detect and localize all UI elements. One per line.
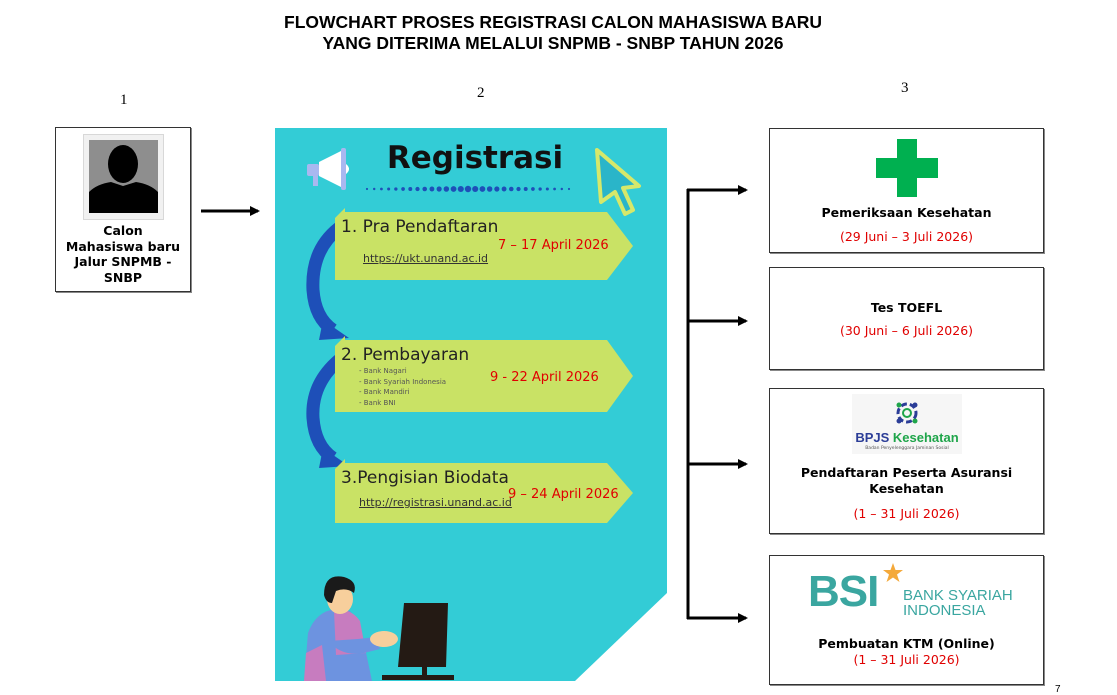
bank-item: - Bank Nagari: [359, 367, 407, 375]
divider-dot: [394, 187, 398, 191]
outcome-health-check: Pemeriksaan Kesehatan (29 Juni – 3 Juli …: [769, 128, 1044, 253]
divider-dot: [408, 187, 413, 191]
divider-dot: [422, 186, 428, 192]
outcome-title-line: Kesehatan: [869, 481, 944, 496]
registrasi-link[interactable]: http://registrasi.unand.ac.id: [359, 496, 512, 509]
bsi-logo: BSI BANK SYARIAH INDONESIA: [808, 562, 1018, 622]
registration-heading: Registrasi: [386, 140, 564, 176]
green-cross-icon: [876, 139, 938, 197]
step-date: 9 - 22 April 2026: [490, 370, 599, 385]
outcome-date: (1 – 31 Juli 2026): [853, 652, 960, 667]
outcome-title: Tes TOEFL: [870, 300, 943, 315]
divider-dot: [372, 187, 376, 191]
step-pembayaran: 2. Pembayaran - Bank Nagari - Bank Syari…: [335, 336, 633, 414]
title-line-1: FLOWCHART PROSES REGISTRASI CALON MAHASI…: [284, 12, 822, 32]
pra-pendaftaran-link[interactable]: https://ukt.unand.ac.id: [363, 252, 489, 265]
bpjs-kesehatan-logo: BPJS Kesehatan Badan Penyelenggara Jamin…: [852, 394, 962, 454]
bpjs-logo-text: BPJS Kesehatan: [855, 430, 959, 445]
outcome-date: (30 Juni – 6 Juli 2026): [839, 323, 974, 338]
divider-dot: [472, 185, 479, 193]
step-title: 2. Pembayaran: [341, 345, 470, 365]
divider-dot: [415, 186, 420, 192]
step-pra-pendaftaran: 1. Pra Pendaftaran https://ukt.unand.ac.…: [335, 208, 633, 282]
divider-dot: [523, 187, 528, 191]
divider-dot: [365, 187, 369, 191]
bpjs-logo-subtext: Badan Penyelenggara Jaminan Sosial: [865, 446, 949, 451]
divider-dot: [545, 187, 549, 191]
outcome-date: (29 Juni – 3 Juli 2026): [839, 229, 974, 244]
divider-dot: [443, 186, 450, 192]
divider-dot: [380, 187, 383, 191]
divider-dot: [464, 185, 472, 193]
candidate-box: Calon Mahasiswa baru Jalur SNPMB - SNBP: [55, 127, 191, 292]
divider-dot: [457, 185, 464, 193]
person-silhouette-icon: [89, 140, 158, 213]
megaphone-icon: [307, 148, 349, 190]
divider-dot: [401, 187, 405, 191]
bank-list: - Bank Nagari - Bank Syariah Indonesia -…: [359, 366, 446, 408]
page-title: FLOWCHART PROSES REGISTRASI CALON MAHASI…: [0, 12, 1106, 54]
registration-poster: Registrasi 1. Pra Pendaftaran https://uk…: [275, 128, 667, 681]
outcome-title-line: Pendaftaran Peserta Asuransi: [800, 465, 1013, 480]
divider-dot: [486, 186, 493, 192]
candidate-label-line: Calon: [103, 223, 143, 238]
bank-item: - Bank BNI: [359, 398, 396, 407]
page-number: 7: [1055, 684, 1061, 695]
bsi-logo-subtext: BANK SYARIAH INDONESIA: [903, 588, 1013, 618]
candidate-label: Calon Mahasiswa baru Jalur SNPMB - SNBP: [56, 223, 190, 285]
step-date: 9 – 24 April 2026: [508, 487, 619, 502]
divider-dot: [567, 187, 571, 191]
divider-dot: [501, 186, 507, 192]
divider-dot: [450, 186, 457, 192]
outcome-bpjs: BPJS Kesehatan Badan Penyelenggara Jamin…: [769, 388, 1044, 534]
bank-item: - Bank Mandiri: [359, 388, 410, 396]
bank-item: - Bank Syariah Indonesia: [359, 377, 447, 386]
candidate-label-line: Mahasiswa baru: [65, 238, 181, 254]
divider-dot: [516, 186, 521, 192]
student-computer-illustration: [304, 576, 454, 681]
step-title: 3.Pengisian Biodata: [341, 468, 509, 488]
title-line-2: YANG DITERIMA MELALUI SNPMB - SNBP TAHUN…: [322, 33, 784, 53]
poster-corner: [575, 593, 667, 681]
divider-dot: [538, 187, 542, 191]
divider-dot: [508, 186, 514, 192]
divider-dot: [429, 186, 435, 192]
step-pengisian-biodata: 3.Pengisian Biodata http://registrasi.un…: [335, 459, 633, 525]
outcome-date: (1 – 31 Juli 2026): [853, 506, 960, 521]
divider-dot: [494, 186, 500, 192]
divider-dot: [436, 186, 442, 192]
step-title: 1. Pra Pendaftaran: [341, 217, 499, 237]
dotted-divider: [365, 185, 571, 193]
column-number-2: 2: [477, 85, 485, 101]
candidate-label-line: Jalur SNPMB -: [74, 254, 172, 269]
outcome-ktm: BSI BANK SYARIAH INDONESIA Pembuatan KTM…: [769, 555, 1044, 685]
divider-dot: [560, 187, 564, 191]
bpjs-emblem-icon: [896, 402, 918, 424]
column-number-3: 3: [901, 80, 909, 96]
outcome-title: Pemeriksaan Kesehatan: [821, 205, 992, 220]
bsi-subtext-line: INDONESIA: [903, 602, 986, 619]
outcome-title: Pendaftaran Peserta Asuransi Kesehatan: [770, 465, 1043, 497]
divider-dot: [553, 187, 556, 191]
cursor-arrow-icon: [595, 148, 641, 216]
divider-dot: [531, 187, 535, 191]
column-number-1: 1: [120, 92, 128, 108]
bsi-subtext-line: BANK SYARIAH: [903, 587, 1013, 604]
step-date: 7 – 17 April 2026: [498, 238, 609, 253]
photo-frame: [83, 134, 164, 220]
outcome-title: Pembuatan KTM (Online): [818, 636, 995, 651]
divider-dot: [479, 186, 486, 192]
outcome-toefl: Tes TOEFL (30 Juni – 6 Juli 2026): [769, 267, 1044, 370]
divider-dot: [387, 187, 391, 191]
candidate-label-line: SNBP: [103, 269, 143, 285]
bsi-star-icon: [883, 563, 903, 582]
bsi-logo-text: BSI: [808, 567, 879, 616]
